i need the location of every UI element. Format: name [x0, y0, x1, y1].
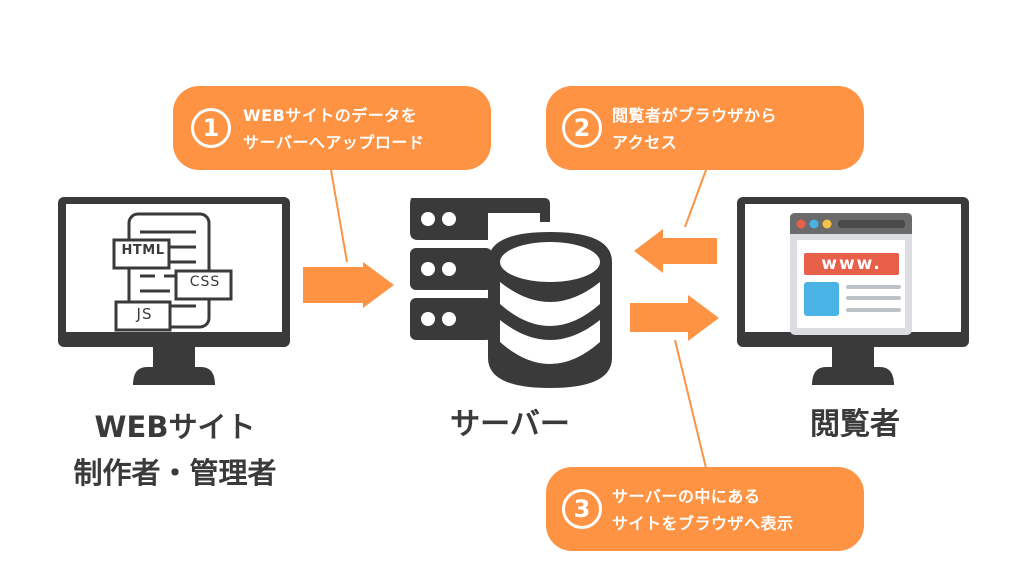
js-tag-label: JS [136, 305, 153, 323]
browser-window-icon [790, 213, 912, 335]
callout-2-connector [684, 169, 707, 228]
callout-1-connector [330, 169, 348, 263]
callout-upload: 1 WEBサイトのデータを サーバーへアップロード [173, 86, 491, 170]
viewer-label: 閲覧者 [810, 407, 900, 442]
callout-line: アクセス [612, 133, 678, 152]
server-icon [410, 198, 612, 388]
callout-access: 2 閲覧者がブラウザから アクセス [546, 86, 864, 170]
callout-line: WEBサイトのデータを [243, 106, 418, 125]
callout-line: サーバーへアップロード [243, 133, 425, 152]
css-tag-label: CSS [189, 274, 221, 290]
arrow-display-icon [630, 295, 719, 341]
creator-label-line2: 制作者・管理者 [73, 456, 277, 490]
step-number-badge: 1 [191, 108, 231, 148]
arrow-access-icon [634, 229, 717, 273]
step-number-badge: 3 [562, 489, 602, 529]
callout-display: 3 サーバーの中にある サイトをブラウザへ表示 [546, 467, 864, 551]
html-tag-label: HTML [121, 243, 165, 258]
step-number-badge: 2 [562, 108, 602, 148]
creator-label-line1: WEBサイト [94, 410, 256, 444]
callout-line: 閲覧者がブラウザから [612, 106, 778, 125]
callout-text: サーバーの中にある サイトをブラウザへ表示 [612, 483, 794, 537]
callout-3-connector [674, 339, 707, 469]
browser-url-text: www. [821, 254, 882, 274]
callout-line: サーバーの中にある [612, 487, 761, 506]
callout-text: WEBサイトのデータを サーバーへアップロード [243, 102, 424, 156]
creator-monitor-icon [58, 197, 290, 385]
arrow-upload-icon [303, 262, 394, 308]
creator-label: WEBサイト 制作者・管理者 [40, 404, 310, 496]
callout-text: 閲覧者がブラウザから アクセス [612, 102, 777, 156]
server-label: サーバー [450, 407, 570, 442]
callout-line: サイトをブラウザへ表示 [612, 514, 794, 533]
